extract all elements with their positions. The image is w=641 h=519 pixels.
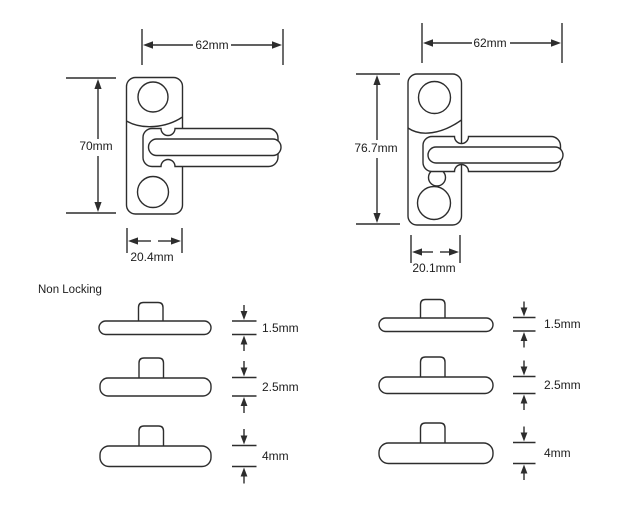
arrowhead-down-icon — [373, 213, 381, 223]
arrowhead-down-icon — [240, 367, 248, 377]
profile-baseplate — [98, 320, 212, 336]
profile-row: 1.5mm — [98, 301, 299, 351]
profile-baseplate — [378, 317, 494, 333]
screw-hole-bottom — [416, 185, 452, 221]
thickness-dimension: 4mm — [513, 426, 571, 480]
profile-baseplate — [99, 445, 212, 468]
section-label: Non Locking — [38, 284, 102, 296]
thickness-dimension: 2.5mm — [232, 361, 299, 413]
right-handle-height-dimension: 76.7mm — [354, 73, 400, 225]
arrowhead-up-icon — [520, 464, 528, 474]
arrowhead-down-icon — [94, 202, 102, 212]
arrowhead-down-icon — [520, 432, 528, 442]
right-handle-figure: 62mm 76.7mm — [354, 23, 564, 275]
thickness-dimension: 1.5mm — [513, 301, 581, 348]
arrowhead-left-icon — [412, 248, 422, 256]
dim-label-thickness: 1.5mm — [544, 317, 581, 331]
arrowhead-down-icon — [240, 435, 248, 445]
arrowhead-left-icon — [143, 41, 153, 49]
arrowhead-right-icon — [272, 41, 282, 49]
right-handle-base-width-dimension: 20.1mm — [410, 235, 461, 275]
backplate-contour-line — [407, 119, 462, 134]
arrowhead-left-icon — [423, 39, 433, 47]
left-profile-stack: 1.5mm 2.5mm — [98, 301, 299, 484]
dim-label-width: 62mm — [195, 38, 228, 52]
dim-label-height: 76.7mm — [354, 141, 397, 155]
profile-baseplate — [378, 376, 494, 395]
dim-label-base-width: 20.4mm — [130, 250, 173, 264]
arrowhead-up-icon — [240, 397, 248, 406]
profile-stud — [138, 357, 165, 378]
arrowhead-right-icon — [551, 39, 561, 47]
arrowhead-up-icon — [94, 79, 102, 89]
left-handle-width-dimension: 62mm — [141, 29, 284, 65]
profile-stud — [419, 356, 446, 377]
arrowhead-down-icon — [240, 311, 248, 320]
right-handle-width-dimension: 62mm — [421, 23, 563, 63]
dim-label-height: 70mm — [79, 139, 112, 153]
profile-stud — [137, 301, 164, 321]
dim-label-thickness: 4mm — [262, 449, 289, 463]
arrowhead-up-icon — [520, 394, 528, 404]
arrowhead-left-icon — [128, 237, 138, 245]
arrowhead-up-icon — [520, 332, 528, 341]
profile-row: 2.5mm — [378, 356, 581, 410]
screw-hole-bottom — [136, 175, 170, 209]
arrowhead-down-icon — [520, 366, 528, 376]
left-handle-base-width-dimension: 20.4mm — [126, 228, 183, 264]
right-handle-drawing — [407, 73, 564, 226]
lever-grip-rib — [147, 138, 282, 157]
dim-label-thickness: 2.5mm — [262, 380, 299, 394]
right-profile-stack: 1.5mm 2.5mm — [378, 298, 581, 480]
dim-label-thickness: 1.5mm — [262, 321, 299, 335]
left-handle-height-dimension: 70mm — [66, 77, 116, 214]
arrowhead-right-icon — [449, 248, 459, 256]
arrowhead-up-icon — [373, 75, 381, 85]
left-handle-drawing — [125, 76, 282, 215]
profile-row: 4mm — [99, 425, 289, 484]
backplate-contour-line — [126, 116, 183, 128]
screw-hole-top — [417, 80, 452, 115]
profile-stud — [419, 298, 446, 318]
profile-row: 1.5mm — [378, 298, 581, 348]
dim-label-thickness: 2.5mm — [544, 378, 581, 392]
profile-baseplate — [378, 442, 494, 465]
arrowhead-right-icon — [171, 237, 181, 245]
arrowhead-down-icon — [520, 307, 528, 317]
thickness-dimension: 4mm — [232, 429, 289, 484]
profile-stud — [138, 425, 165, 446]
profile-row: 2.5mm — [99, 357, 299, 413]
profile-baseplate — [99, 377, 212, 397]
lever-grip-rib — [427, 146, 564, 164]
thickness-dimension: 1.5mm — [232, 305, 299, 351]
arrowhead-up-icon — [240, 467, 248, 477]
profile-stud — [419, 422, 446, 443]
dim-label-thickness: 4mm — [544, 446, 571, 460]
dim-label-width: 62mm — [473, 36, 506, 50]
thickness-dimension: 2.5mm — [513, 360, 581, 410]
dim-label-base-width: 20.1mm — [412, 261, 455, 275]
profile-row: 4mm — [378, 422, 571, 480]
arrowhead-up-icon — [240, 335, 248, 345]
screw-hole-top — [137, 81, 169, 113]
left-handle-figure: 62mm 70mm 20.4 — [66, 29, 284, 264]
